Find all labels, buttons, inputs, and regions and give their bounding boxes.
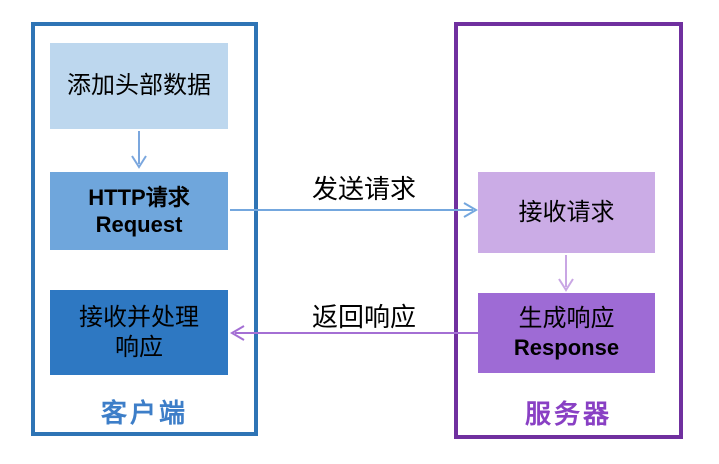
- receive-request-box: 接收请求: [478, 172, 655, 253]
- http-request-box: HTTP请求 Request: [50, 172, 228, 250]
- receive-and-process-line1: 接收并处理: [79, 303, 199, 331]
- http-request-line2: Request: [95, 212, 183, 237]
- receive-request-text: 接收请求: [518, 198, 615, 226]
- receive-and-process-line2: 响应: [115, 333, 163, 361]
- http-request-line1: HTTP请求: [88, 184, 190, 210]
- generate-response-box: 生成响应 Response: [478, 293, 655, 373]
- server-panel-label: 服务器: [524, 399, 612, 429]
- add-header-data-text: 添加头部数据: [67, 72, 211, 99]
- send-request-arrow-label: 发送请求: [311, 174, 416, 204]
- add-header-data-box: 添加头部数据: [50, 43, 228, 129]
- return-response-arrow-label: 返回响应: [311, 302, 416, 332]
- receive-and-process-box: 接收并处理 响应: [50, 290, 228, 375]
- generate-response-line2: Response: [513, 335, 620, 361]
- generate-response-line1: 生成响应: [518, 305, 615, 333]
- client-panel-label: 客户端: [100, 398, 188, 428]
